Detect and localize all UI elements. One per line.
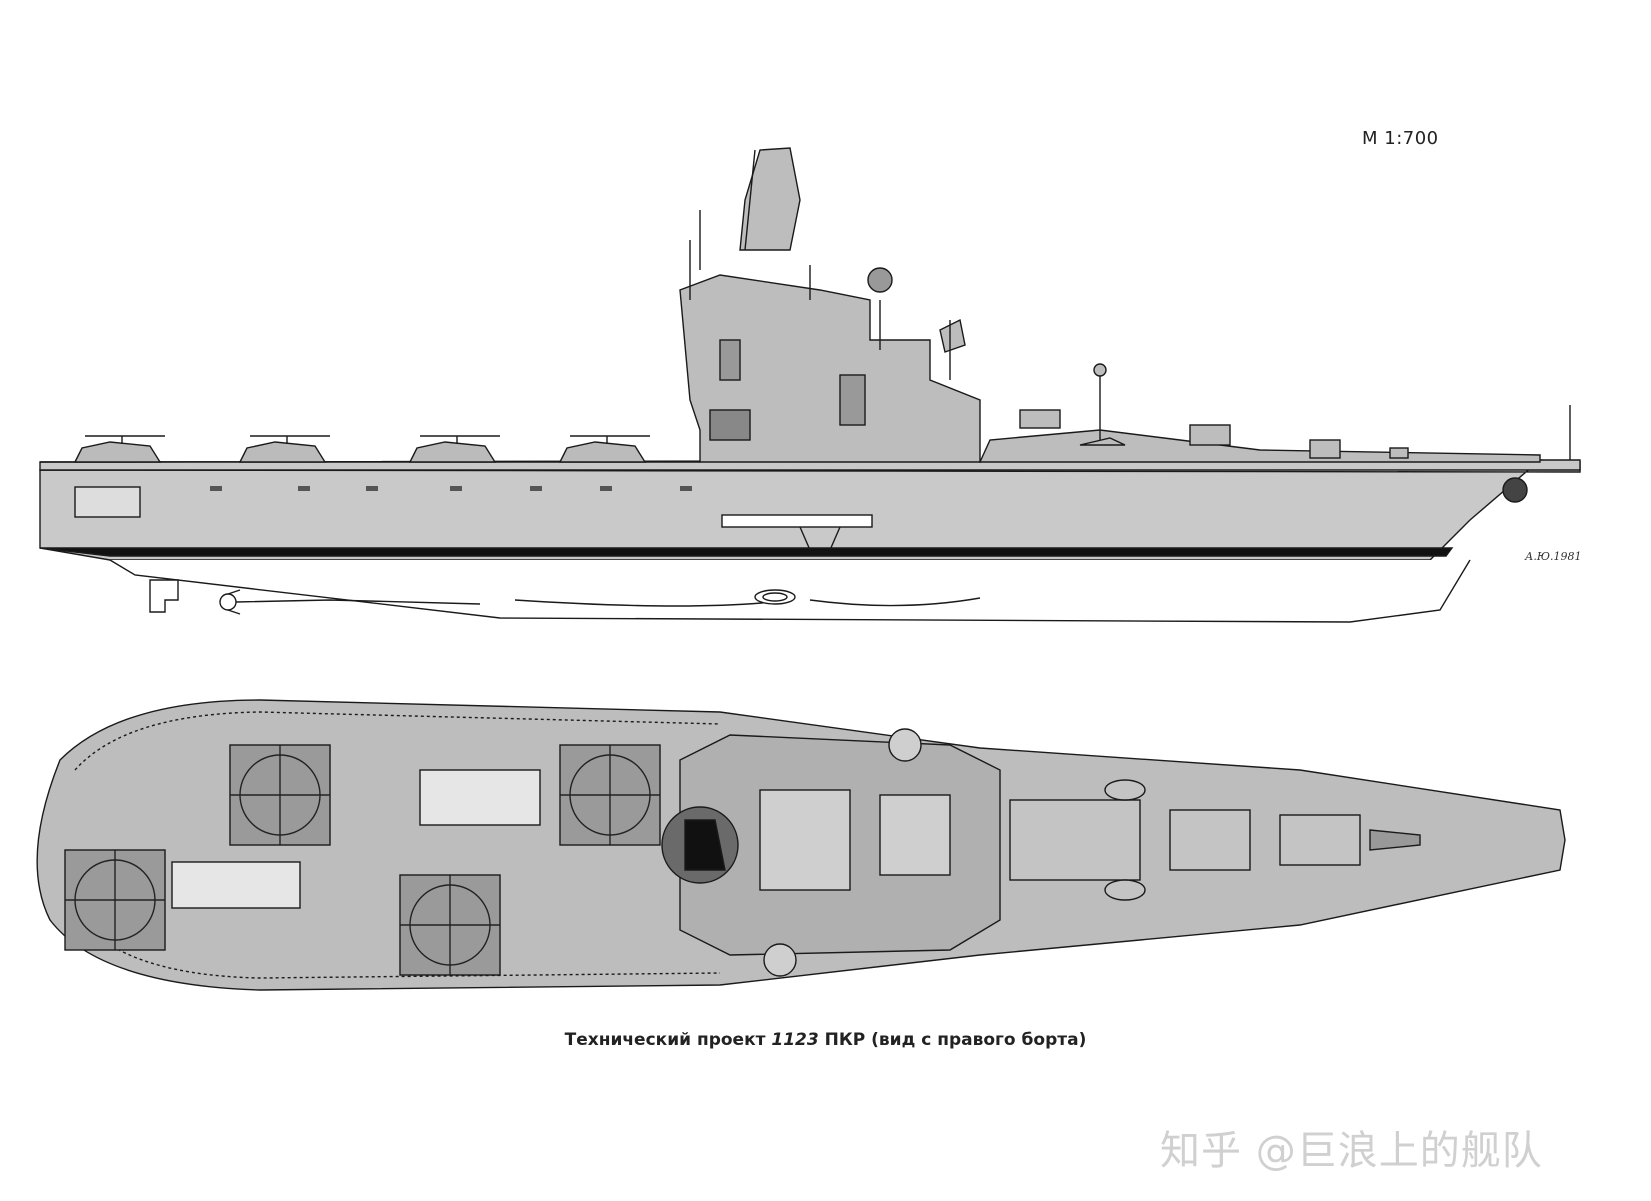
forward-weapons: [978, 363, 1571, 463]
caption-suffix: ПКР (вид с правого борта): [818, 1030, 1087, 1050]
rudder: [149, 579, 179, 613]
drawing-signature: А.Ю.1981: [1524, 550, 1581, 563]
mid-elevator: [419, 769, 541, 826]
watermark: 知乎 @巨浪上的舰队: [1160, 1128, 1543, 1174]
aft-elevator: [171, 861, 301, 909]
hull-side: [39, 459, 1581, 561]
side-view: [39, 147, 1581, 623]
drawing-caption: Технический проект 1123 ПКР (вид с право…: [0, 1030, 1651, 1050]
island-plan: [661, 728, 1001, 977]
caption-prefix: Технический проект: [564, 1030, 772, 1050]
helipad-rotors: [65, 745, 660, 975]
side-helicopters: [73, 435, 650, 463]
forward-deck-plan: [1009, 779, 1421, 901]
portholes: [210, 486, 692, 491]
side-recess: [721, 514, 873, 528]
plan-view: [36, 699, 1566, 991]
caption-number: 1123: [771, 1030, 819, 1050]
underwater-hull: [109, 559, 1471, 623]
island: [679, 147, 981, 463]
scale-label: М 1:700: [1362, 128, 1439, 149]
boot-stripe: [39, 547, 1454, 557]
